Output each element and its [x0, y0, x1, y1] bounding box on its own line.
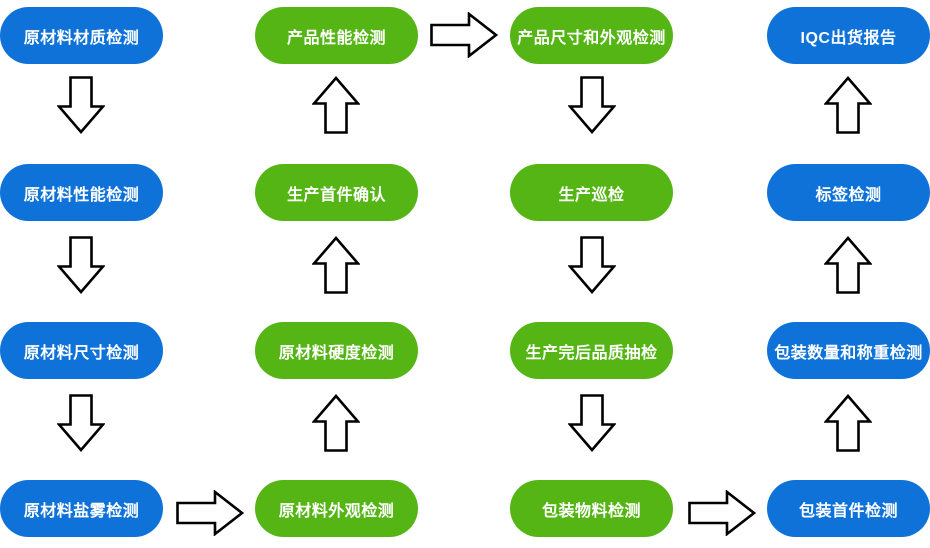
arrow-up-icon — [824, 236, 872, 294]
node-label: 原材料盐雾检测 — [23, 502, 140, 520]
node-col2-row4: 原材料外观检测 — [255, 480, 418, 537]
node-col1-row3: 原材料尺寸检测 — [0, 322, 163, 379]
arrow-down-icon — [568, 236, 616, 294]
node-label: 原材料尺寸检测 — [23, 344, 140, 362]
arrow-down-icon — [568, 76, 616, 134]
node-label: 产品尺寸和外观检测 — [517, 29, 666, 47]
node-label: 包装数量和称重检测 — [774, 344, 923, 362]
node-col2-row2: 生产首件确认 — [255, 164, 418, 221]
node-col1-row2: 原材料性能检测 — [0, 164, 163, 221]
node-label: IQC出货报告 — [800, 29, 897, 47]
node-label: 包装物料检测 — [541, 502, 641, 520]
node-col4-row4: 包装首件检测 — [767, 480, 930, 537]
arrow-up-icon — [824, 76, 872, 134]
node-col2-row1: 产品性能检测 — [255, 7, 418, 64]
node-label: 原材料材质检测 — [23, 29, 140, 47]
arrow-right-icon — [430, 12, 498, 58]
node-col3-row3: 生产完后品质抽检 — [510, 322, 673, 379]
node-label: 生产首件确认 — [286, 186, 386, 204]
node-label: 原材料性能检测 — [23, 186, 140, 204]
node-label: 标签检测 — [815, 186, 882, 204]
node-col3-row1: 产品尺寸和外观检测 — [510, 7, 673, 64]
arrow-up-icon — [824, 394, 872, 452]
node-col3-row2: 生产巡检 — [510, 164, 673, 221]
arrow-down-icon — [568, 394, 616, 452]
arrow-up-icon — [312, 76, 360, 134]
node-label: 生产完后品质抽检 — [525, 344, 658, 362]
arrow-up-icon — [312, 394, 360, 452]
node-label: 原材料硬度检测 — [278, 344, 395, 362]
arrow-right-icon — [688, 490, 756, 536]
node-col1-row4: 原材料盐雾检测 — [0, 480, 163, 537]
node-label: 原材料外观检测 — [278, 502, 395, 520]
node-col1-row1: 原材料材质检测 — [0, 7, 163, 64]
node-col3-row4: 包装物料检测 — [510, 480, 673, 537]
arrow-down-icon — [57, 76, 105, 134]
arrow-up-icon — [312, 236, 360, 294]
node-col4-row2: 标签检测 — [767, 164, 930, 221]
node-label: 产品性能检测 — [286, 29, 386, 47]
node-col4-row3: 包装数量和称重检测 — [767, 322, 930, 379]
arrow-down-icon — [57, 236, 105, 294]
node-label: 生产巡检 — [558, 186, 625, 204]
node-col4-row1: IQC出货报告 — [767, 7, 930, 64]
node-col2-row3: 原材料硬度检测 — [255, 322, 418, 379]
node-label: 包装首件检测 — [798, 502, 898, 520]
arrow-down-icon — [57, 394, 105, 452]
arrow-right-icon — [176, 490, 244, 536]
